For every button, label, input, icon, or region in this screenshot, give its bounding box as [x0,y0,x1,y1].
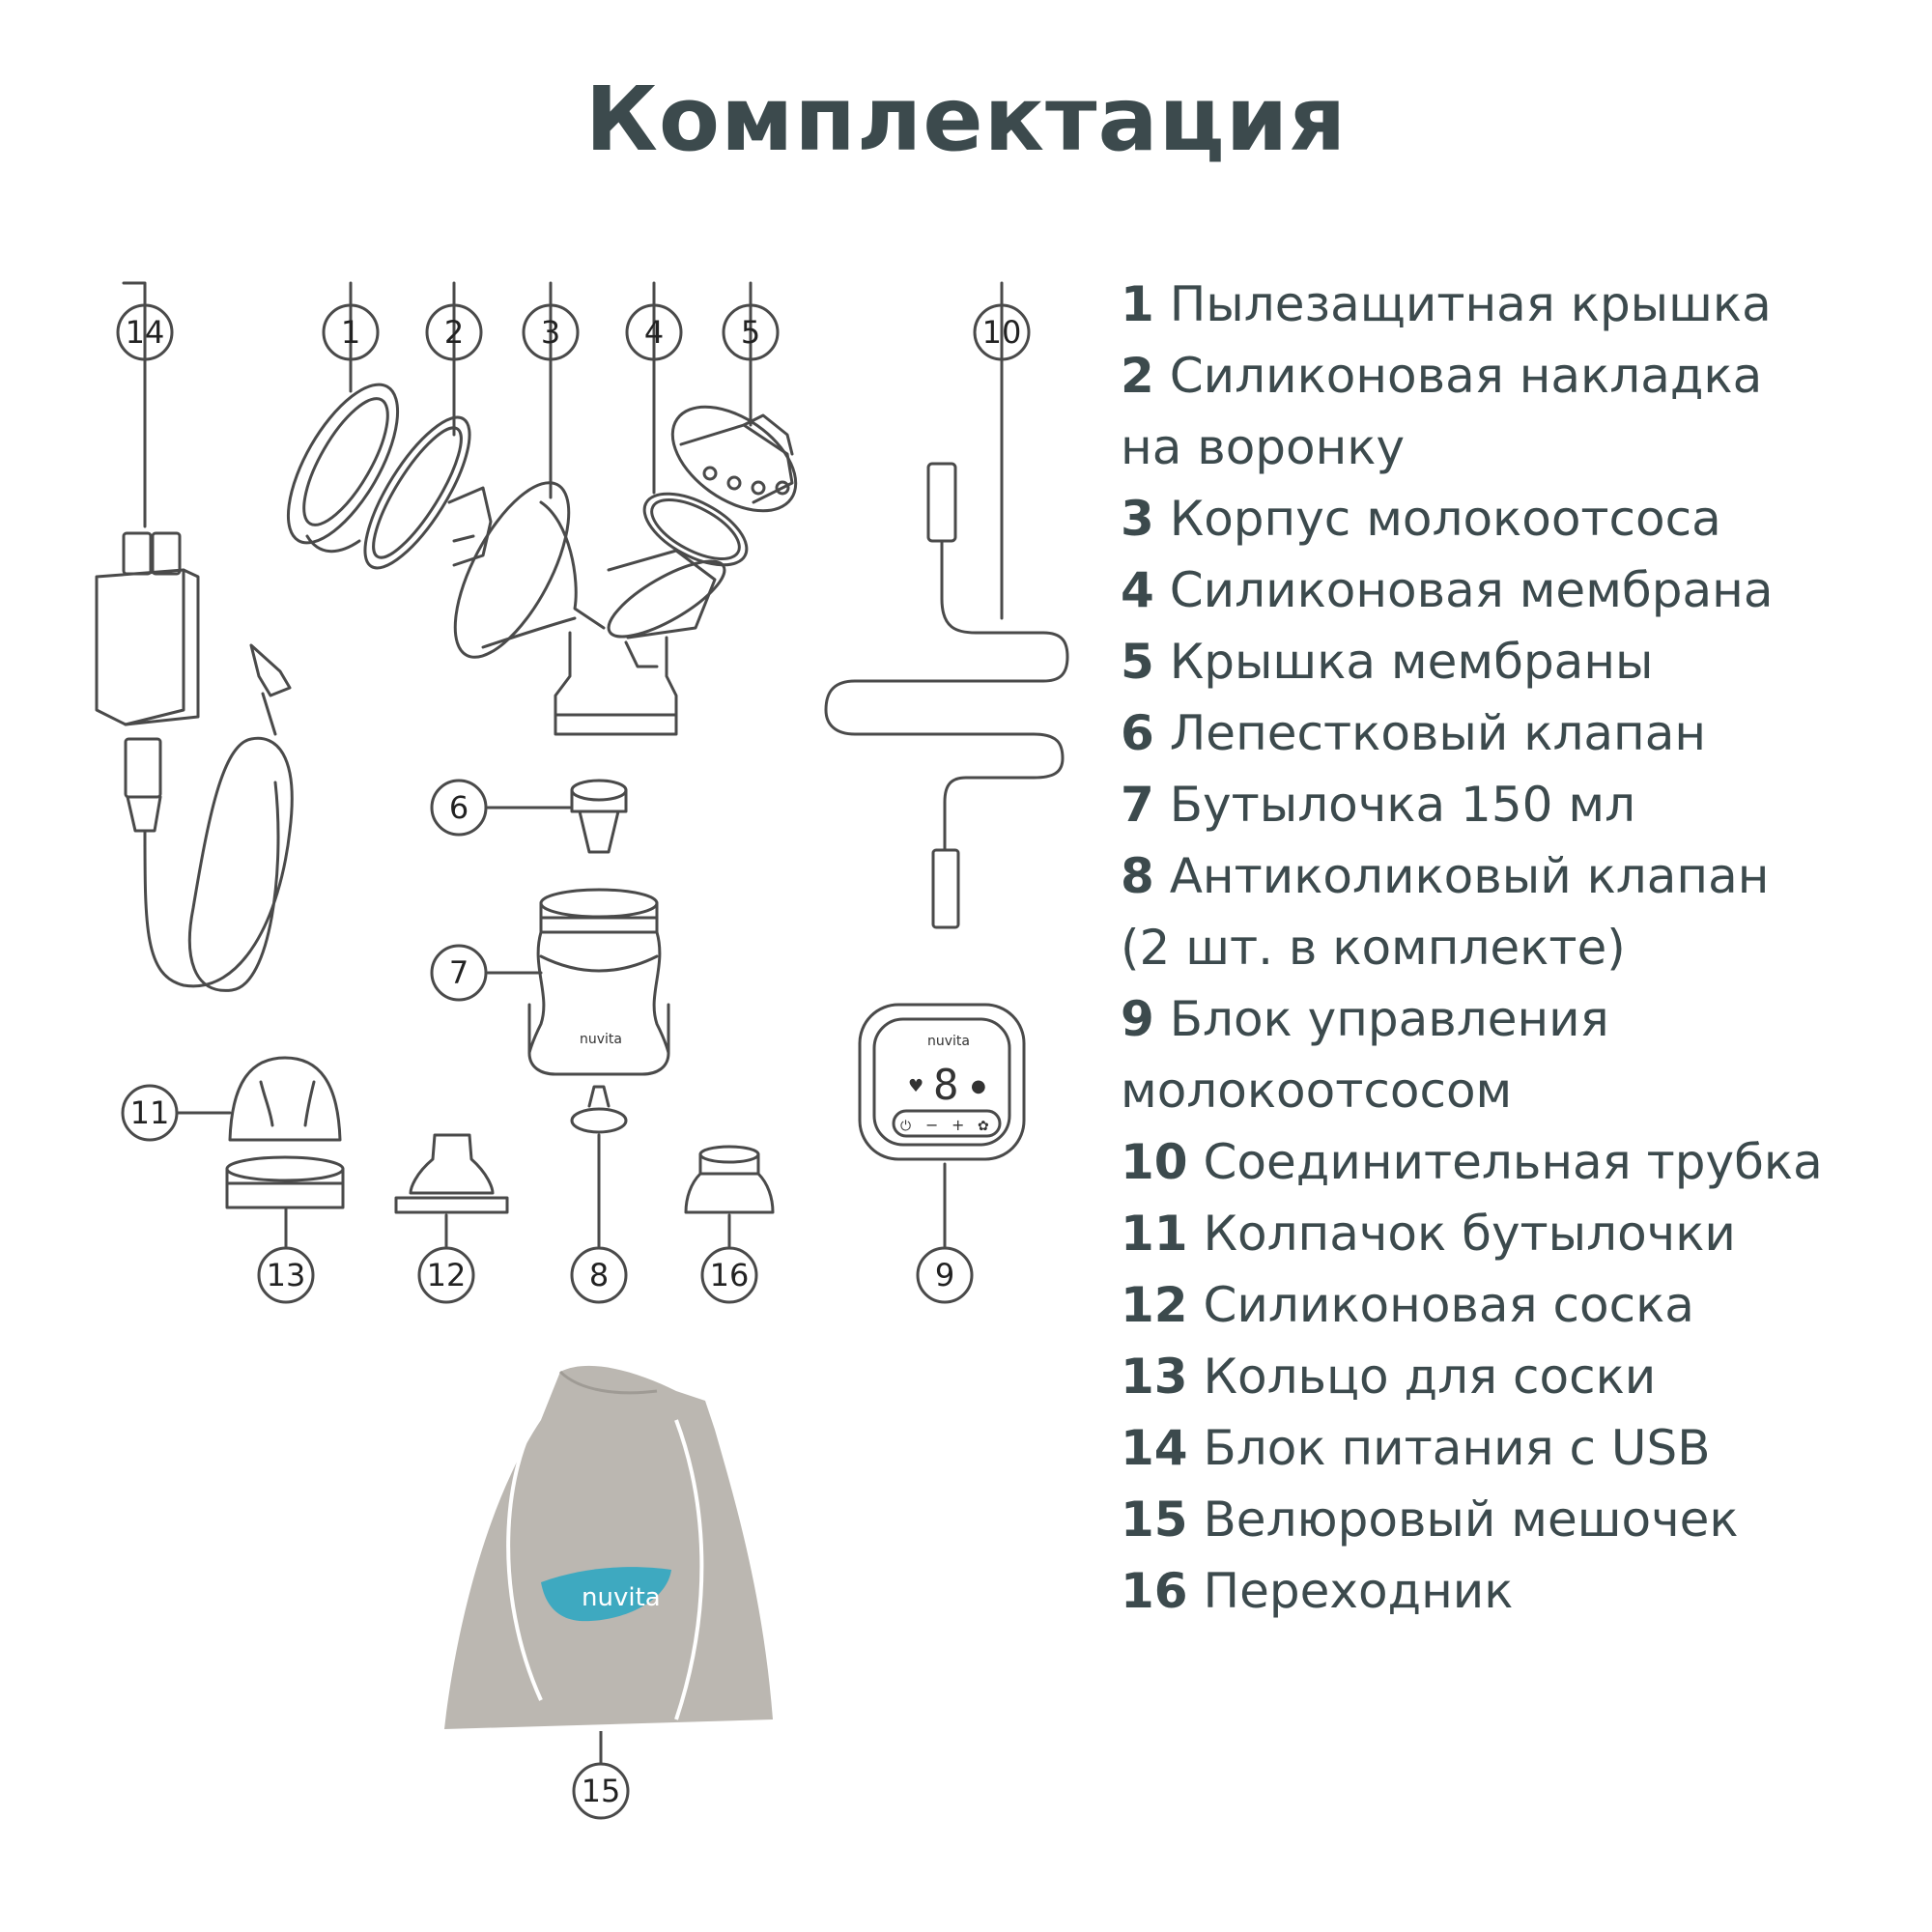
label-1: 1 [341,314,360,351]
connecting-tube-part [824,281,1069,929]
minus-icon: − [925,1116,938,1134]
adapter-part [684,1145,775,1248]
label-2: 2 [444,314,464,351]
legend-item: 1 Пылезащитная крышка [1121,276,1772,332]
heart-icon: ♥ [908,1076,923,1096]
label-6: 6 [449,789,469,826]
display-digit: 8 [933,1061,959,1110]
silicone-nipple-part [394,1133,509,1248]
power-icon: ⏻ [900,1119,911,1134]
label-8: 8 [589,1257,609,1293]
label-circles [116,303,1031,1820]
drop-icon: ● [971,1076,986,1096]
label-3: 3 [541,314,560,351]
legend-item: 11 Колпачок бутылочки [1121,1206,1736,1262]
label-16: 16 [710,1257,750,1293]
velour-pouch-part [444,1365,773,1764]
legend-item: 3 Корпус молокоотсоса [1121,491,1721,547]
pump-body-part [453,281,726,736]
nipple-ring-part [225,1155,345,1248]
legend-item: 13 Кольцо для соски [1121,1349,1657,1405]
pouch-brand-text: nuvita [582,1583,661,1612]
bottle-brand-text: nuvita [580,1032,622,1047]
label-12: 12 [427,1257,467,1293]
label-11: 11 [130,1094,170,1131]
bottle-part [486,888,670,1076]
label-5: 5 [741,314,760,351]
circle-labels: 14 1 2 3 4 5 10 6 7 11 13 12 8 16 9 15 [126,314,1022,1809]
label-10: 10 [982,314,1022,351]
label-14: 14 [126,314,165,351]
plus-icon: + [952,1116,964,1134]
legend-item: 15 Велюровый мешочек [1121,1492,1739,1548]
silicone-insert-part [363,281,493,570]
page-title: Комплектация [584,68,1348,171]
legend-item: 7 Бутылочка 150 мл [1121,777,1636,833]
bottle-cap-part [175,1056,342,1142]
legend-item: 8 Антиколиковый клапан(2 шт. в комплекте… [1121,848,1770,976]
parts-legend: 1 Пылезащитная крышка 2 Силиконовая накл… [1121,269,1913,1627]
legend-item: 14 Блок питания с USB [1121,1420,1711,1476]
power-adapter-part [95,281,294,992]
control-unit-part [858,1003,1026,1248]
dust-cover-part [286,281,400,554]
label-7: 7 [449,954,469,991]
label-15: 15 [582,1773,621,1809]
legend-item: 10 Соединительная трубка [1121,1134,1823,1190]
label-9: 9 [935,1257,954,1293]
legend-item: 5 Крышка мембраны [1121,634,1654,690]
legend-item: 4 Силиконовая мембрана [1121,562,1774,618]
label-4: 4 [644,314,664,351]
membrane-part [642,281,749,567]
legend-item: 6 Лепестковый клапан [1121,705,1707,761]
display-brand-text: nuvita [927,1034,970,1049]
label-13: 13 [267,1257,306,1293]
mode-icon: ✿ [978,1119,989,1134]
legend-item: 12 Силиконовая соска [1121,1277,1694,1333]
legend-item: 16 Переходник [1121,1563,1514,1619]
anti-colic-valve-part [570,1085,628,1248]
petal-valve-part [486,779,628,854]
